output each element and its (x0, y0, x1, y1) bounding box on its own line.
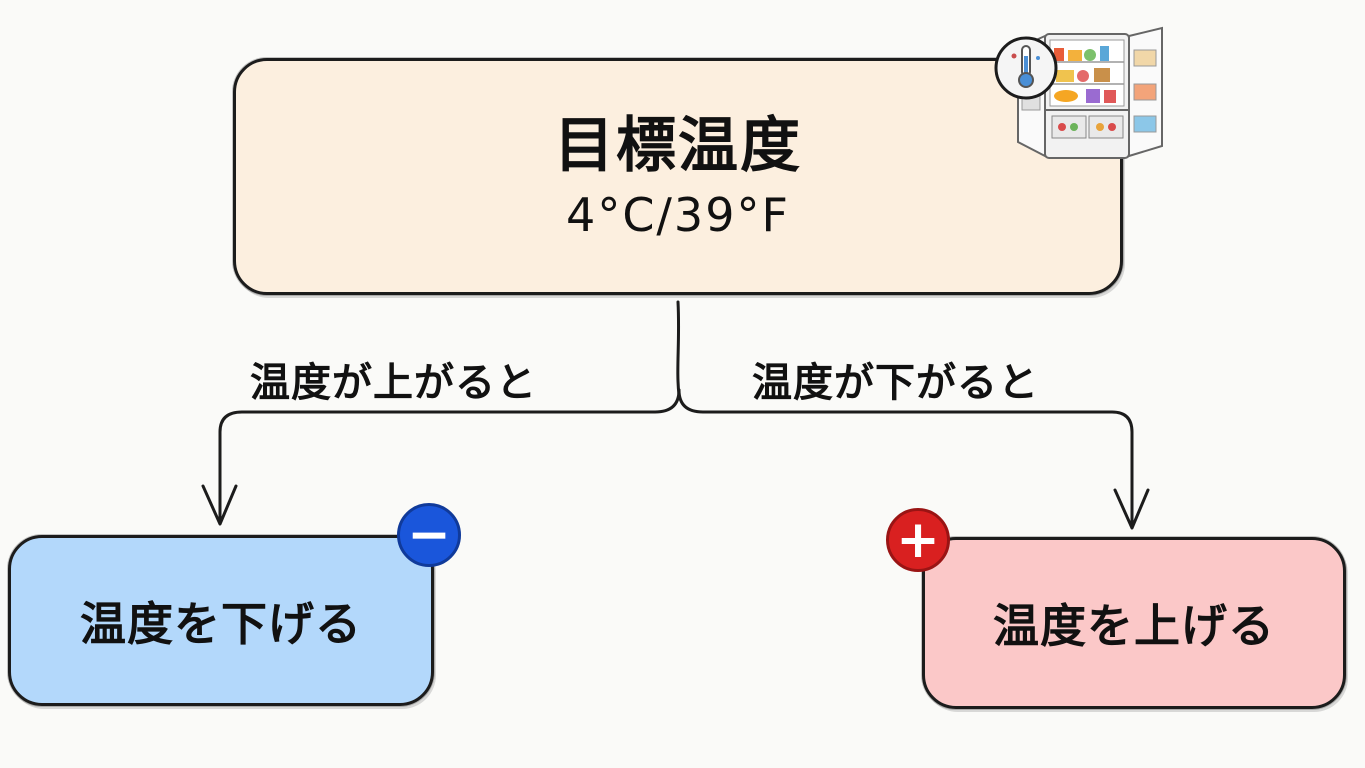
arrowhead-left (201, 484, 238, 526)
minus-icon: − (397, 503, 461, 567)
target-temperature-title: 目標温度 (554, 110, 802, 181)
branch-label-temperature-rises: 温度が上がると (250, 360, 537, 406)
branch-line-right (677, 388, 1134, 527)
plus-icon: + (886, 508, 950, 572)
trunk-line (676, 300, 681, 397)
target-temperature-box: 目標温度 4°C/39°F (233, 58, 1123, 295)
lower-temperature-box: 温度を下げる (8, 535, 434, 706)
branch-label-temperature-falls: 温度が下がると (752, 360, 1039, 406)
raise-temperature-box: 温度を上げる (922, 537, 1346, 709)
fridge-icon (994, 26, 1163, 159)
thermometer-icon (994, 36, 1058, 100)
target-temperature-value: 4°C/39°F (566, 187, 790, 242)
arrowhead-right (1113, 488, 1150, 530)
raise-temperature-label: 温度を上げる (993, 599, 1275, 653)
lower-temperature-label: 温度を下げる (80, 596, 362, 651)
branch-line-left (218, 388, 681, 522)
